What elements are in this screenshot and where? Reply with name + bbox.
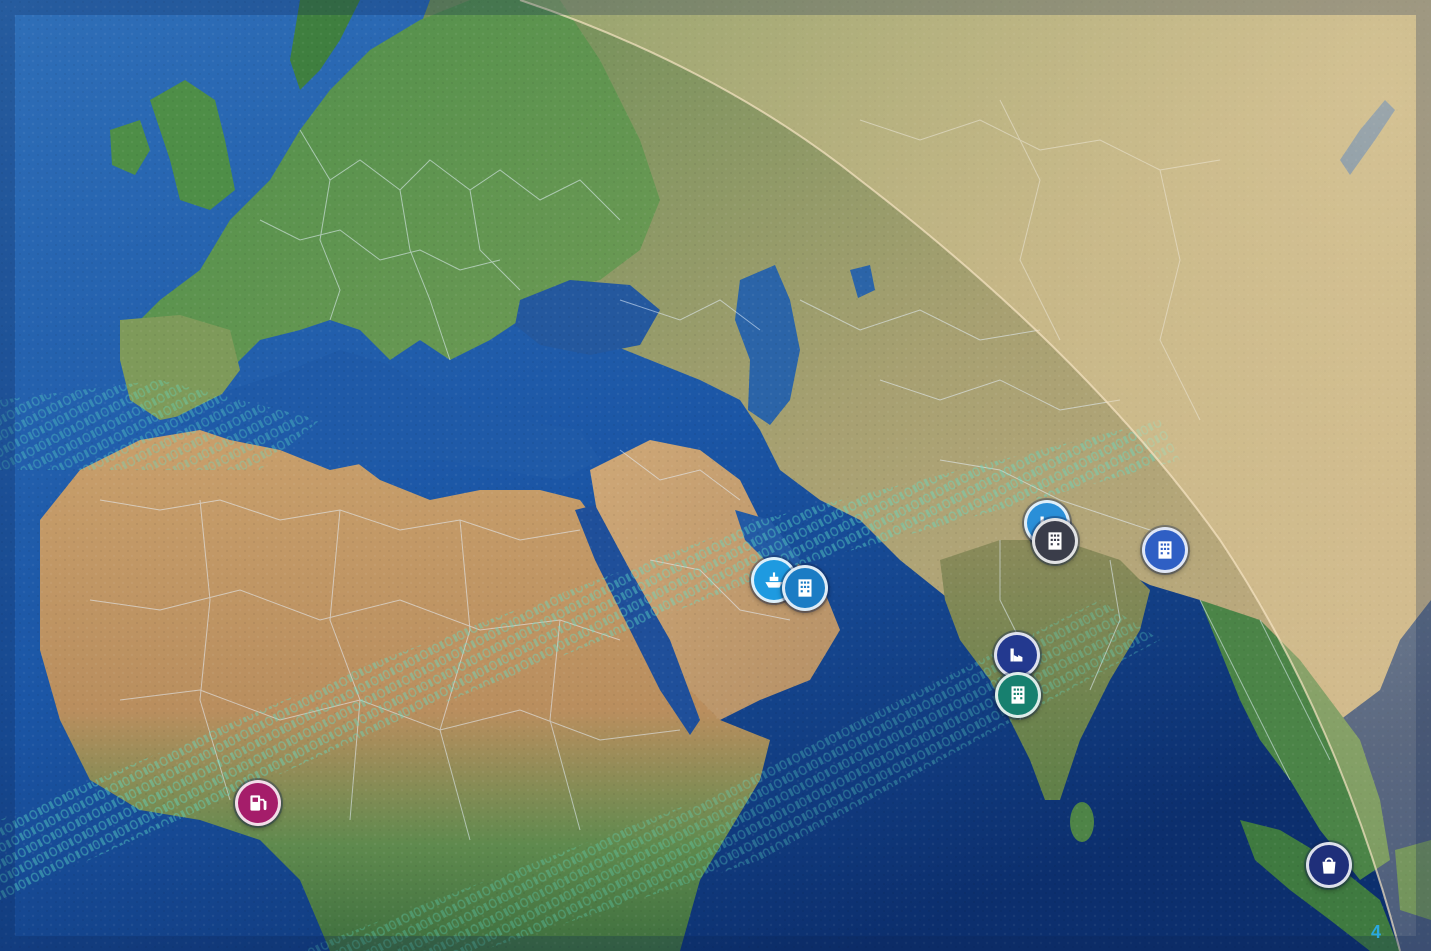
fuel-pump-icon <box>250 795 267 811</box>
marker-building-gulf[interactable] <box>782 565 828 611</box>
office-building-icon <box>1158 541 1172 559</box>
office-building-icon <box>798 579 812 597</box>
marker-factory-mumbai[interactable] <box>994 632 1040 678</box>
marker-building-north-india[interactable] <box>1032 518 1078 564</box>
shopping-bag-icon <box>1322 857 1336 874</box>
marker-building-mumbai[interactable] <box>995 672 1041 718</box>
highlight-arc-region <box>520 0 1431 951</box>
factory-icon <box>1010 648 1023 662</box>
office-building-icon <box>1011 686 1025 704</box>
highlight-arc-edge <box>519 0 1401 951</box>
binary-stream-band-ocean <box>300 600 1160 951</box>
page-number: 4 <box>1370 922 1381 942</box>
marker-building-bangladesh[interactable] <box>1142 527 1188 573</box>
marker-fuel-station-west-africa[interactable] <box>235 780 281 826</box>
binary-stream-band-upper <box>0 420 1180 900</box>
marker-shopping-sumatra[interactable] <box>1306 842 1352 888</box>
ship-icon <box>765 572 783 588</box>
binary-stream-band-lower <box>0 380 320 470</box>
office-building-icon <box>1048 532 1062 550</box>
